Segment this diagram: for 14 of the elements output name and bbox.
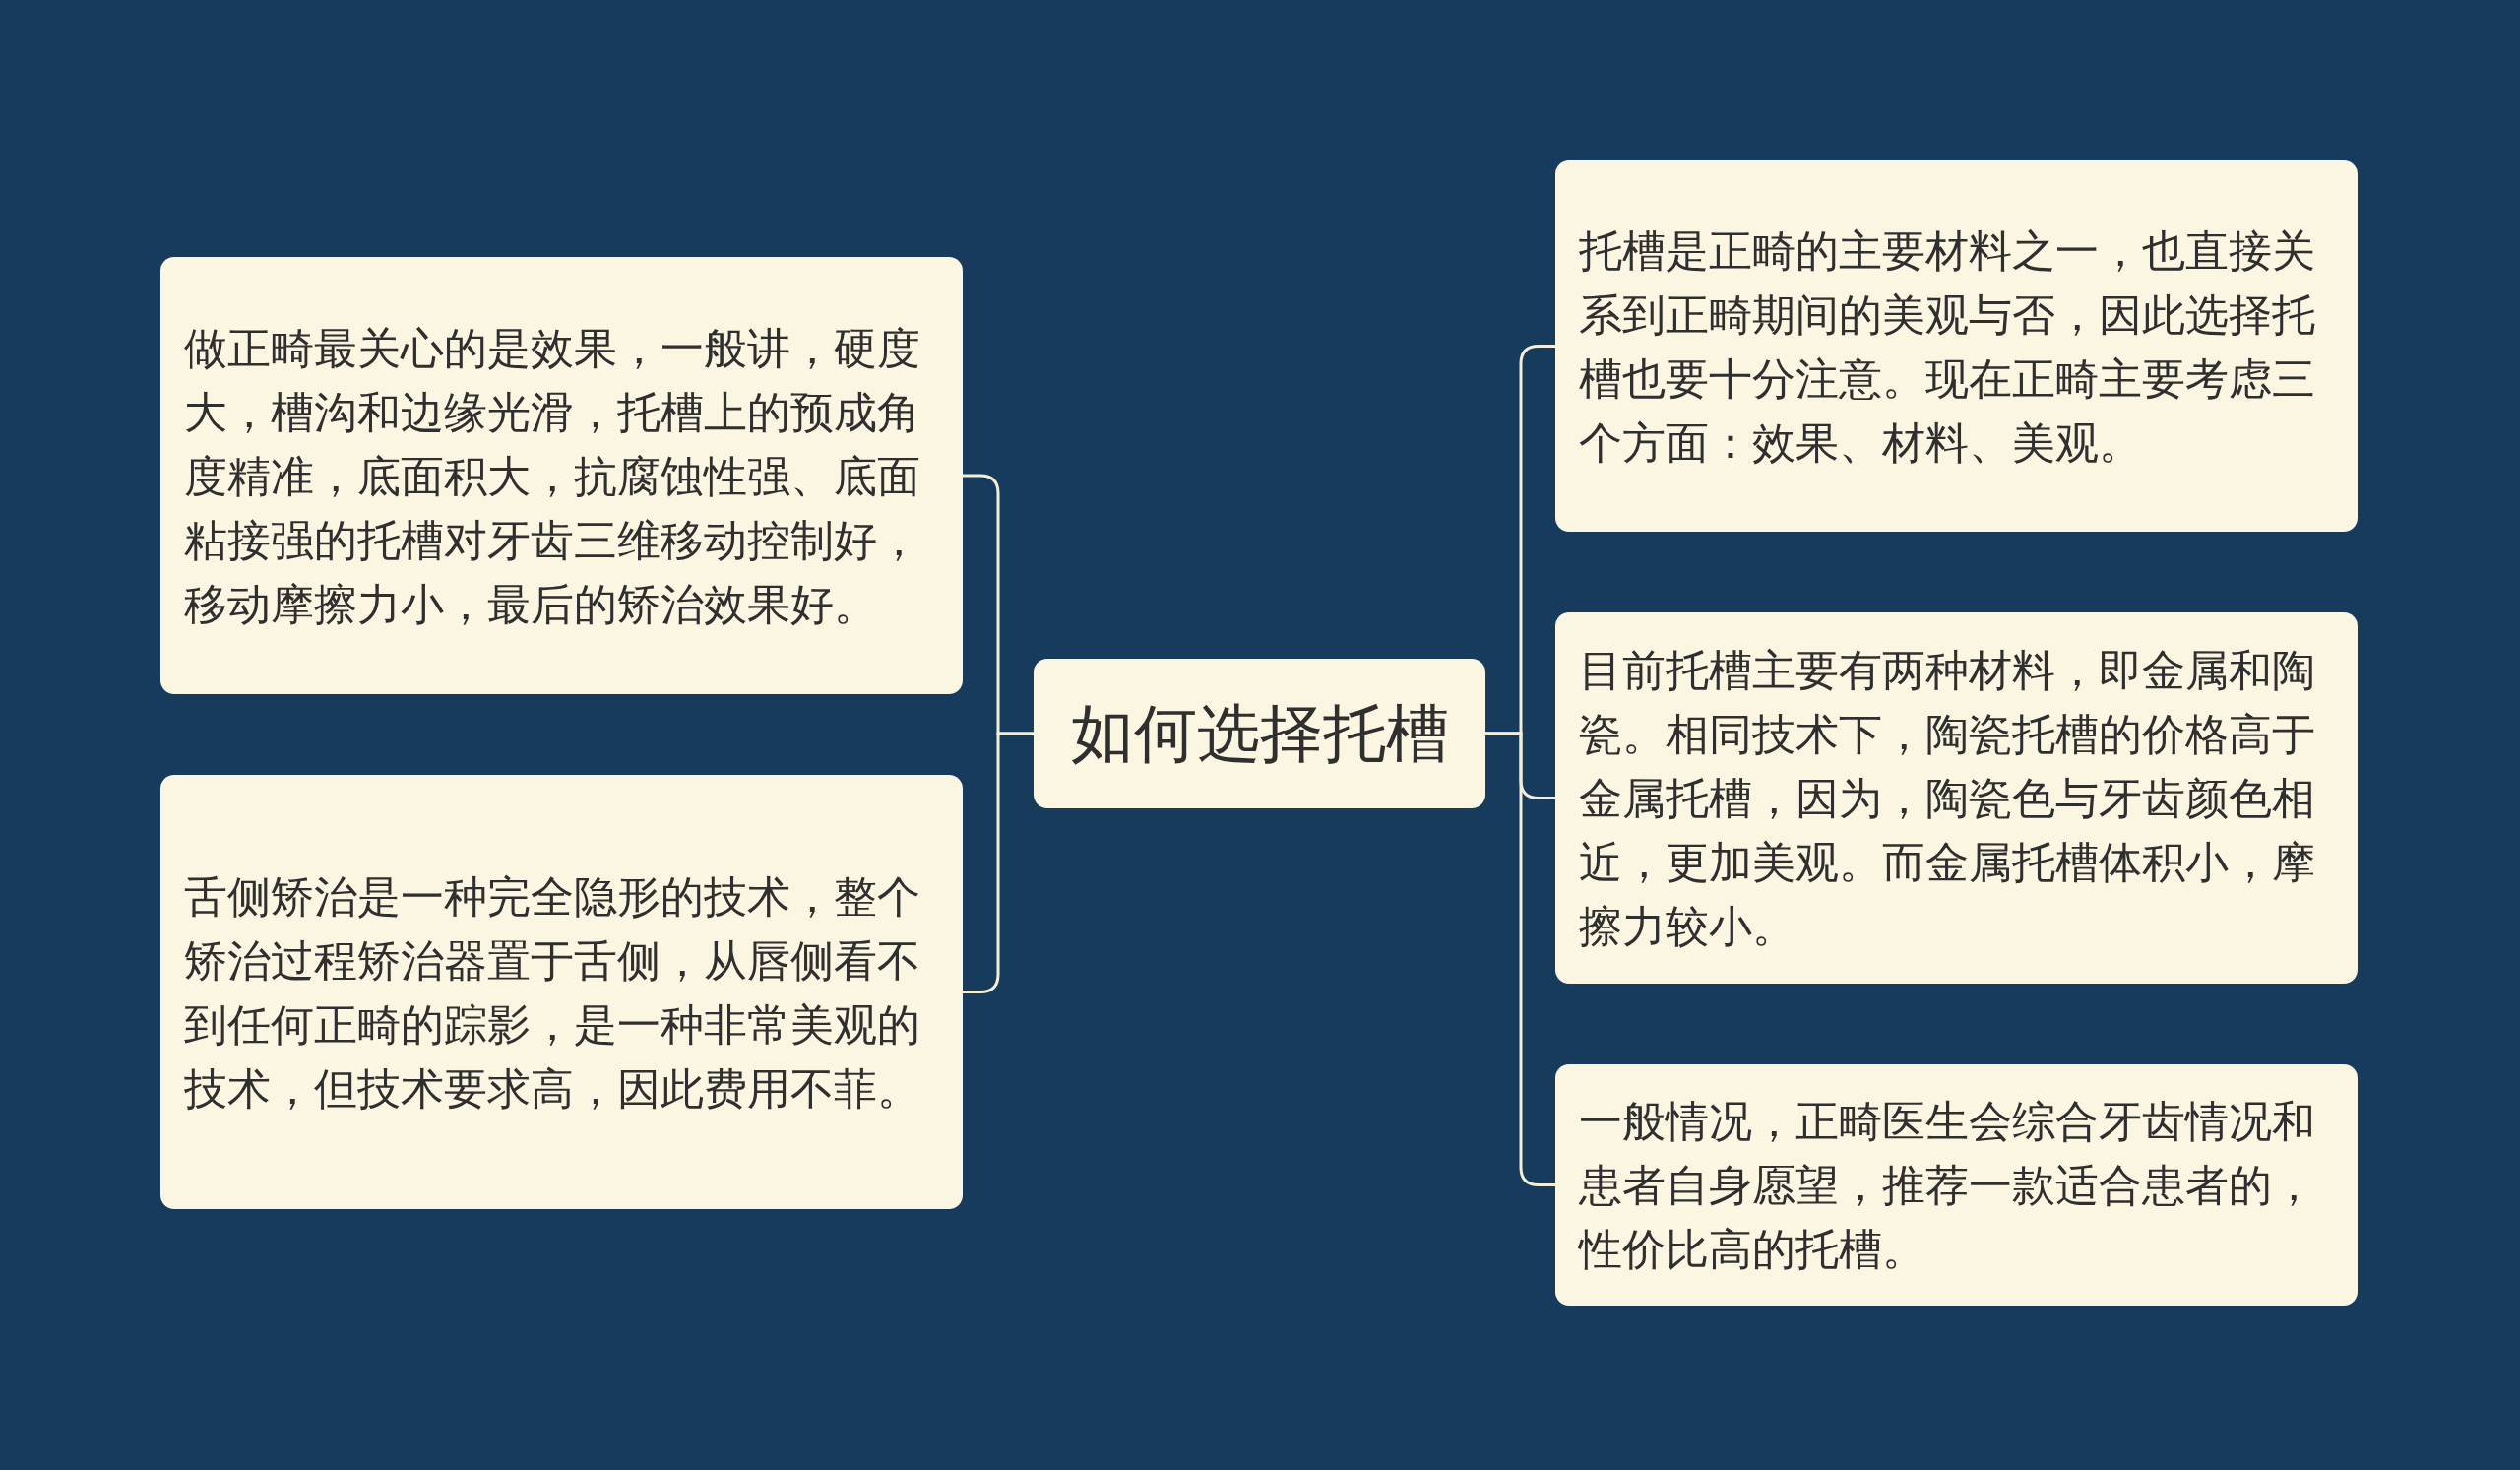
text-card	[1555, 160, 2358, 532]
card-text: 目前托槽主要有两种材料，即金属和陶瓷。相同技术下，陶瓷托槽的价格高于金属托槽，因为，陶瓷色与牙齿颜色相近，更加美观。而金属托槽体积小，摩擦力较小。	[1579, 644, 2316, 953]
text-card	[160, 257, 963, 694]
topic-title: 如何选择托槽	[1070, 695, 1449, 772]
card-text: 一般情况，正畸医生会综合牙齿情况和患者自身愿望，推荐一款适合患者的，性价比高的托槽。	[1579, 1095, 2316, 1276]
text-card	[1555, 1064, 2358, 1306]
connector-line	[963, 732, 1034, 993]
connector-line	[1485, 732, 1555, 1186]
card-text: 舌侧矫治是一种完全隐形的技术，整个矫治过程矫治器置于舌侧，从唇侧看不到任何正畸的踪影，是一种非常美观的技术，但技术要求高，因此费用不菲。	[184, 869, 921, 1116]
card-text: 做正畸最关心的是效果，一般讲，硬度大，槽沟和边缘光滑，托槽上的预成角度精准，底面积大，抗腐蚀性强、底面粘接强的托槽对牙齿三维移动控制好，移动摩擦力小，最后的矫治效果好。	[184, 321, 921, 631]
text-card	[1555, 612, 2358, 984]
topic-box	[1034, 659, 1485, 808]
text-card	[160, 775, 963, 1209]
card-text: 托槽是正畸的主要材料之一，也直接关系到正畸期间的美观与否，因此选择托槽也要十分注意。现在正畸主要考虑三个方面：效果、材料、美观。	[1579, 224, 2316, 470]
